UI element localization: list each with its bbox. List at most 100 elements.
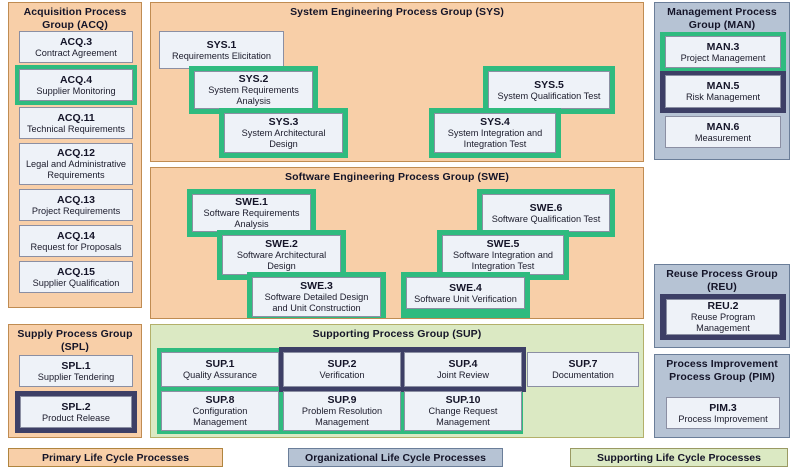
process-sys-5[interactable]: SYS.5 System Qualification Test [488, 71, 610, 109]
group-management: Management Process Group (MAN) MAN.3 Pro… [654, 2, 790, 160]
legend-primary: Primary Life Cycle Processes [8, 448, 223, 467]
legend-primary-label: Primary Life Cycle Processes [41, 451, 190, 464]
process-name: Joint Review [436, 370, 490, 381]
process-name: Contract Agreement [35, 47, 117, 58]
process-name: Software Integration and Integration Tes… [452, 250, 554, 271]
process-name: Project Requirements [31, 205, 121, 216]
process-id: ACQ.15 [57, 265, 95, 278]
process-sys-4[interactable]: SYS.4 System Integration and Integration… [434, 113, 556, 153]
process-reu-2[interactable]: REU.2 Reuse Program Management [666, 299, 780, 335]
process-id: PIM.3 [709, 401, 737, 414]
process-id: SYS.3 [268, 116, 299, 129]
process-name: Request for Proposals [30, 241, 122, 252]
group-supporting: Supporting Process Group (SUP) SUP.1 Qua… [150, 324, 644, 438]
process-name: System Architectural Design [241, 128, 326, 149]
process-name: Product Release [42, 412, 110, 423]
process-swe-6[interactable]: SWE.6 Software Qualification Test [482, 194, 610, 232]
process-name: Software Requirements Analysis [203, 208, 300, 229]
process-id: MAN.3 [706, 40, 740, 53]
legend-organizational: Organizational Life Cycle Processes [288, 448, 503, 467]
process-id: MAN.5 [706, 80, 740, 93]
process-id: SWE.2 [265, 238, 298, 251]
process-name: Supplier Monitoring [36, 85, 116, 96]
process-name: Software Architectural Design [236, 250, 327, 271]
group-management-title: Management Process Group (MAN) [667, 6, 777, 31]
group-system-engineering-title: System Engineering Process Group (SYS) [290, 6, 504, 18]
process-id: SPL.1 [61, 359, 91, 372]
process-name: System Qualification Test [497, 90, 601, 101]
process-sys-1[interactable]: SYS.1 Requirements Elicitation [159, 31, 284, 69]
process-acq-15[interactable]: ACQ.15 Supplier Qualification [19, 261, 133, 293]
legend-organizational-label: Organizational Life Cycle Processes [305, 451, 486, 464]
process-man-6[interactable]: MAN.6 Measurement [665, 116, 781, 148]
group-reuse-title: Reuse Process Group (REU) [666, 268, 778, 293]
process-sys-2[interactable]: SYS.2 System Requirements Analysis [194, 71, 313, 109]
process-sup-7[interactable]: SUP.7 Documentation [527, 352, 639, 387]
process-swe-3[interactable]: SWE.3 Software Detailed Design and Unit … [252, 277, 381, 317]
process-id: MAN.6 [706, 120, 740, 133]
group-acquisition: Acquisition Process Group (ACQ) ACQ.3 Co… [8, 2, 142, 308]
process-id: SUP.4 [448, 358, 478, 371]
group-system-engineering: System Engineering Process Group (SYS) S… [150, 2, 644, 162]
process-id: SPL.2 [61, 400, 91, 413]
process-name: Change Request Management [428, 406, 498, 427]
process-swe-5[interactable]: SWE.5 Software Integration and Integrati… [442, 235, 564, 275]
process-id: ACQ.4 [59, 73, 93, 86]
legend-supporting-label: Supporting Life Cycle Processes [597, 451, 761, 464]
process-name: Problem Resolution Management [301, 406, 383, 427]
process-id: SWE.6 [529, 201, 563, 214]
process-name: Risk Management [685, 92, 761, 103]
group-supply-title: Supply Process Group (SPL) [17, 328, 133, 353]
process-id: SWE.4 [449, 281, 482, 294]
legend-supporting: Supporting Life Cycle Processes [570, 448, 788, 467]
process-sys-3[interactable]: SYS.3 System Architectural Design [224, 113, 343, 153]
process-sup-9[interactable]: SUP.9 Problem Resolution Management [283, 391, 401, 431]
group-acquisition-title: Acquisition Process Group (ACQ) [23, 6, 127, 31]
process-name: System Requirements Analysis [208, 85, 299, 106]
process-id: REU.2 [707, 300, 739, 313]
process-name: System Integration and Integration Test [447, 128, 543, 149]
group-supply: Supply Process Group (SPL) SPL.1 Supplie… [8, 324, 142, 438]
group-process-improvement-title: Process Improvement Process Group (PIM) [666, 358, 778, 383]
process-id: ACQ.12 [57, 147, 95, 160]
group-reuse: Reuse Process Group (REU) REU.2 Reuse Pr… [654, 264, 790, 348]
process-acq-12[interactable]: ACQ.12 Legal and Administrative Requirem… [19, 143, 133, 185]
process-id: SYS.4 [480, 116, 510, 129]
process-acq-11[interactable]: ACQ.11 Technical Requirements [19, 107, 133, 139]
process-pim-3[interactable]: PIM.3 Process Improvement [666, 397, 780, 429]
process-name: Project Management [680, 52, 766, 63]
process-sup-2[interactable]: SUP.2 Verification [283, 352, 401, 387]
process-name: Reuse Program Management [690, 312, 756, 333]
process-name: Software Qualification Test [491, 213, 601, 224]
process-acq-4[interactable]: ACQ.4 Supplier Monitoring [19, 69, 133, 101]
process-name: Quality Assurance [182, 370, 258, 381]
process-man-3[interactable]: MAN.3 Project Management [665, 36, 781, 68]
group-software-engineering-title: Software Engineering Process Group (SWE) [285, 171, 509, 183]
process-id: SWE.3 [300, 280, 333, 293]
process-id: SUP.7 [568, 358, 598, 371]
process-id: SUP.2 [327, 358, 357, 371]
process-swe-4[interactable]: SWE.4 Software Unit Verification [406, 277, 525, 309]
process-acq-13[interactable]: ACQ.13 Project Requirements [19, 189, 133, 221]
process-sup-4[interactable]: SUP.4 Joint Review [404, 352, 522, 387]
process-name: Software Unit Verification [414, 293, 517, 304]
process-sup-1[interactable]: SUP.1 Quality Assurance [161, 352, 279, 387]
process-id: ACQ.11 [57, 111, 95, 124]
process-man-5[interactable]: MAN.5 Risk Management [665, 75, 781, 108]
group-supporting-title: Supporting Process Group (SUP) [312, 328, 482, 340]
process-swe-2[interactable]: SWE.2 Software Architectural Design [222, 235, 341, 275]
process-sup-8[interactable]: SUP.8 Configuration Management [161, 391, 279, 431]
process-id: SYS.2 [238, 73, 269, 86]
process-spl-2[interactable]: SPL.2 Product Release [20, 396, 132, 428]
process-acq-3[interactable]: ACQ.3 Contract Agreement [19, 31, 133, 63]
process-id: SUP.10 [445, 394, 481, 407]
process-acq-14[interactable]: ACQ.14 Request for Proposals [19, 225, 133, 257]
group-software-engineering: Software Engineering Process Group (SWE)… [150, 167, 644, 319]
process-id: ACQ.13 [57, 193, 95, 206]
process-sup-10[interactable]: SUP.10 Change Request Management [404, 391, 522, 431]
process-swe-1[interactable]: SWE.1 Software Requirements Analysis [192, 194, 311, 232]
process-id: SUP.8 [205, 394, 235, 407]
process-name: Legal and Administrative Requirements [25, 159, 127, 180]
process-spl-1[interactable]: SPL.1 Supplier Tendering [19, 355, 133, 387]
